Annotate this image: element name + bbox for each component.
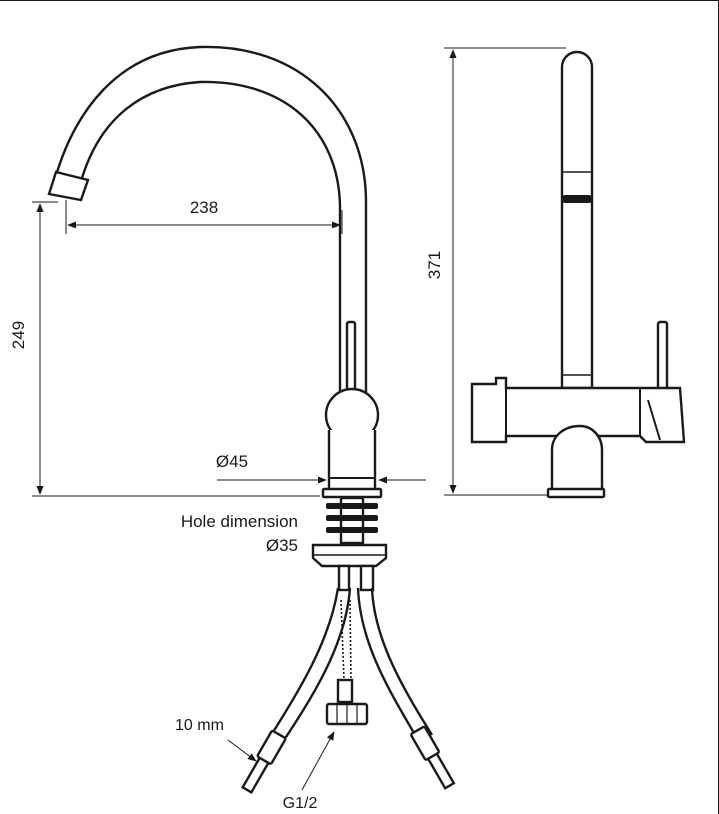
side-base-plate: [546, 487, 606, 499]
valve-fitting: [359, 564, 375, 592]
side-spout: [560, 50, 594, 390]
hose-left: [266, 587, 340, 741]
spout-inner: [80, 80, 342, 392]
hose-pipe-right: [426, 752, 456, 790]
hose-right: [356, 587, 420, 741]
thread-ring: [326, 527, 378, 533]
total-height-value: 371: [425, 251, 444, 279]
hose-center: [349, 599, 352, 681]
spout-tip: [47, 170, 90, 202]
hole-diameter-value: Ø35: [266, 536, 298, 555]
dimension-spout-reach: 238: [65, 198, 343, 234]
lever-handle: [345, 320, 357, 396]
dimension-total-height: 371: [425, 47, 566, 496]
faucet-body: [327, 430, 377, 492]
front-view-faucet: [47, 45, 456, 794]
spout-outer: [50, 45, 368, 392]
thread-callout: G1/2: [283, 731, 335, 812]
hose-diameter-value: 10 mm: [175, 717, 224, 734]
thread-value: G1/2: [283, 795, 318, 812]
side-body: [470, 376, 686, 444]
center-connector: [336, 678, 354, 704]
side-lever: [656, 320, 669, 392]
body-diameter-value: Ø45: [216, 452, 248, 471]
hole-dimension-label: Hole dimension: [181, 512, 298, 531]
hose-diameter-callout: 10 mm: [175, 717, 257, 762]
valve-fitting: [337, 564, 351, 592]
hose-left: [279, 587, 352, 747]
spout-height-value: 249: [9, 321, 28, 349]
hose-pipe-left: [241, 756, 270, 794]
hose-right: [370, 587, 434, 736]
dimension-body-diameter: Ø45: [216, 452, 426, 484]
spout-reach-value: 238: [190, 198, 218, 217]
side-base-column: [550, 424, 604, 492]
base-plate: [321, 487, 383, 499]
side-body-line: [647, 399, 661, 441]
thread-ring: [326, 515, 378, 521]
dimension-spout-height: 249: [9, 201, 320, 497]
side-spout-ring: [562, 195, 592, 203]
side-view-faucet: [470, 50, 686, 499]
thread-ring: [326, 503, 378, 509]
hose-center: [340, 599, 345, 681]
